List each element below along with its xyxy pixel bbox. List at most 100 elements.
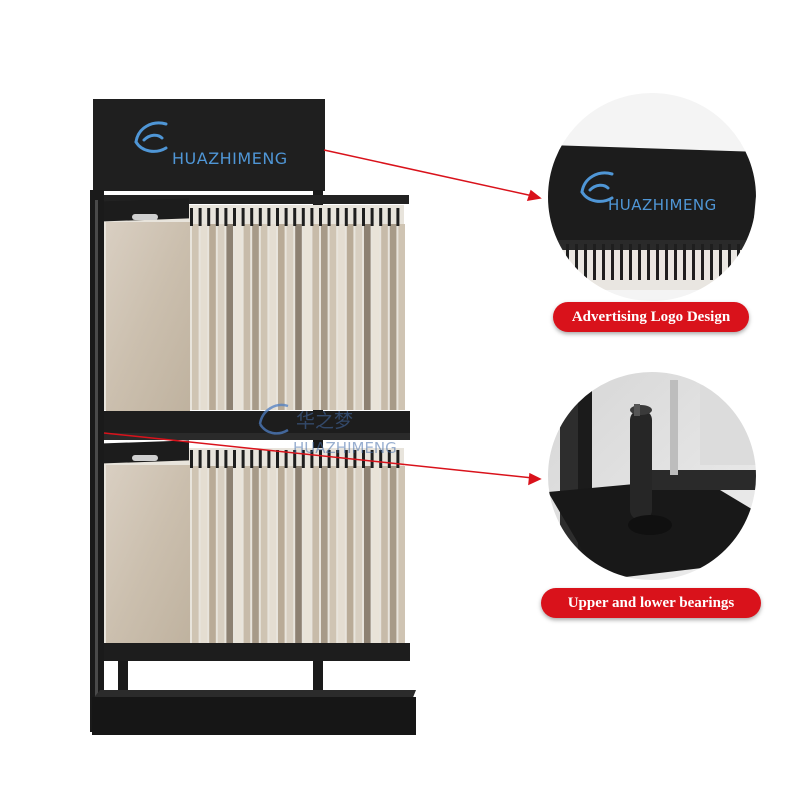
frame-slat bbox=[258, 208, 262, 226]
pointer-arrow-bearing bbox=[103, 432, 542, 486]
zoom-frame-slat bbox=[746, 244, 749, 280]
callout-badge-bearing: Upper and lower bearings bbox=[541, 588, 761, 618]
frame-slat bbox=[319, 450, 322, 468]
zoom-frame-slat bbox=[584, 244, 587, 280]
frame-slat bbox=[379, 450, 383, 468]
frame-slat bbox=[301, 450, 305, 468]
tile-sample bbox=[269, 466, 276, 648]
upper-tile-bank bbox=[104, 198, 405, 412]
zoom-frame-slat bbox=[710, 244, 713, 280]
tile-sample bbox=[338, 224, 345, 410]
tile-sample bbox=[329, 224, 337, 410]
lower-frame-slats bbox=[190, 450, 405, 648]
tile-sample bbox=[226, 224, 233, 410]
pointer-arrow-logo bbox=[323, 149, 542, 201]
frame-slat bbox=[387, 208, 391, 226]
header-sign bbox=[93, 99, 325, 191]
zoom-frame-slat bbox=[638, 244, 641, 280]
tile-sample bbox=[286, 466, 294, 648]
header-brand-text: HUAZHIMENG bbox=[172, 149, 288, 168]
frame-slat bbox=[233, 208, 236, 226]
tile-sample bbox=[389, 224, 397, 410]
watermark-bird-icon bbox=[258, 403, 289, 435]
zoom-brand-text: HUAZHIMENG bbox=[608, 196, 717, 214]
tile-sample bbox=[389, 466, 397, 648]
bird-logo-icon bbox=[134, 121, 168, 153]
frame-slat bbox=[319, 208, 322, 226]
zoom-frame-slat bbox=[719, 244, 722, 280]
tile-sample bbox=[346, 466, 354, 648]
frame-slat bbox=[207, 208, 211, 226]
frame-slat bbox=[293, 450, 297, 468]
tile-sample bbox=[338, 466, 345, 648]
frame-slat bbox=[327, 450, 331, 468]
front-tile-lower bbox=[106, 465, 190, 648]
tile-sample bbox=[321, 224, 328, 410]
frame-slat bbox=[284, 450, 288, 468]
watermark-cn-text: 华之梦 bbox=[296, 410, 354, 432]
frame-slat bbox=[215, 450, 219, 468]
zoom-frame-slat bbox=[683, 244, 686, 280]
tile-sample bbox=[364, 466, 371, 648]
zoom-frame-slat bbox=[737, 244, 740, 280]
zoom-frame-slat bbox=[611, 244, 614, 280]
tile-display-rack bbox=[90, 99, 416, 735]
tile-sample bbox=[355, 224, 362, 410]
frame-slat bbox=[233, 450, 236, 468]
zoom-frame-slat bbox=[620, 244, 623, 280]
tile-sample bbox=[286, 224, 294, 410]
tile-sample bbox=[217, 466, 225, 648]
zoom-frame-slat bbox=[692, 244, 695, 280]
tile-sample bbox=[209, 466, 216, 648]
tile-sample bbox=[398, 224, 405, 410]
upper-frame-slats bbox=[190, 208, 405, 410]
frame-slat bbox=[310, 450, 314, 468]
zoom-frame-slat bbox=[674, 244, 677, 280]
tile-sample bbox=[372, 224, 380, 410]
lower-front-frame bbox=[104, 440, 189, 464]
callout-badge-logo: Advertising Logo Design bbox=[553, 302, 749, 332]
frame-slat bbox=[362, 208, 365, 226]
watermark-en-text: HUAZHIMENG bbox=[293, 439, 397, 457]
tile-sample bbox=[355, 466, 362, 648]
tile-sample bbox=[381, 224, 388, 410]
frame-slat bbox=[190, 450, 193, 468]
zoom-frame-slat bbox=[755, 244, 757, 280]
tile-sample bbox=[243, 224, 251, 410]
upper-front-frame bbox=[104, 198, 189, 222]
tile-sample bbox=[192, 466, 199, 648]
header-logo: HUAZHIMENG bbox=[134, 121, 288, 168]
lower-tile-bank bbox=[104, 440, 405, 648]
front-tile-upper bbox=[106, 222, 190, 412]
frame-slat bbox=[207, 450, 211, 468]
tile-sample bbox=[260, 224, 268, 410]
frame-slat bbox=[250, 450, 254, 468]
frame-slat bbox=[293, 208, 297, 226]
tile-sample bbox=[252, 224, 259, 410]
frame-slat bbox=[327, 208, 331, 226]
zoom-frame-slat bbox=[647, 244, 650, 280]
tile-sample bbox=[295, 466, 302, 648]
tile-sample bbox=[398, 466, 405, 648]
tile-sample bbox=[278, 224, 285, 410]
tile-sample bbox=[278, 466, 285, 648]
upright-slots bbox=[95, 200, 98, 720]
frame-slat bbox=[344, 208, 348, 226]
base-plate bbox=[92, 697, 416, 735]
frame-slat bbox=[267, 450, 271, 468]
frame-slat bbox=[267, 208, 271, 226]
tile-sample bbox=[235, 466, 242, 648]
frame-slat bbox=[370, 450, 374, 468]
zoom-frame-slat bbox=[575, 244, 578, 280]
frame-slat bbox=[198, 208, 202, 226]
middle-shelf bbox=[104, 411, 410, 433]
tile-sample bbox=[346, 224, 354, 410]
frame-slat bbox=[362, 450, 365, 468]
frame-slat bbox=[396, 208, 400, 226]
base-post-left bbox=[118, 661, 128, 691]
zoom-frame-slat bbox=[701, 244, 704, 280]
tile-sample bbox=[235, 224, 242, 410]
zoom-frame-slat bbox=[593, 244, 596, 280]
bottom-rail bbox=[104, 643, 410, 661]
